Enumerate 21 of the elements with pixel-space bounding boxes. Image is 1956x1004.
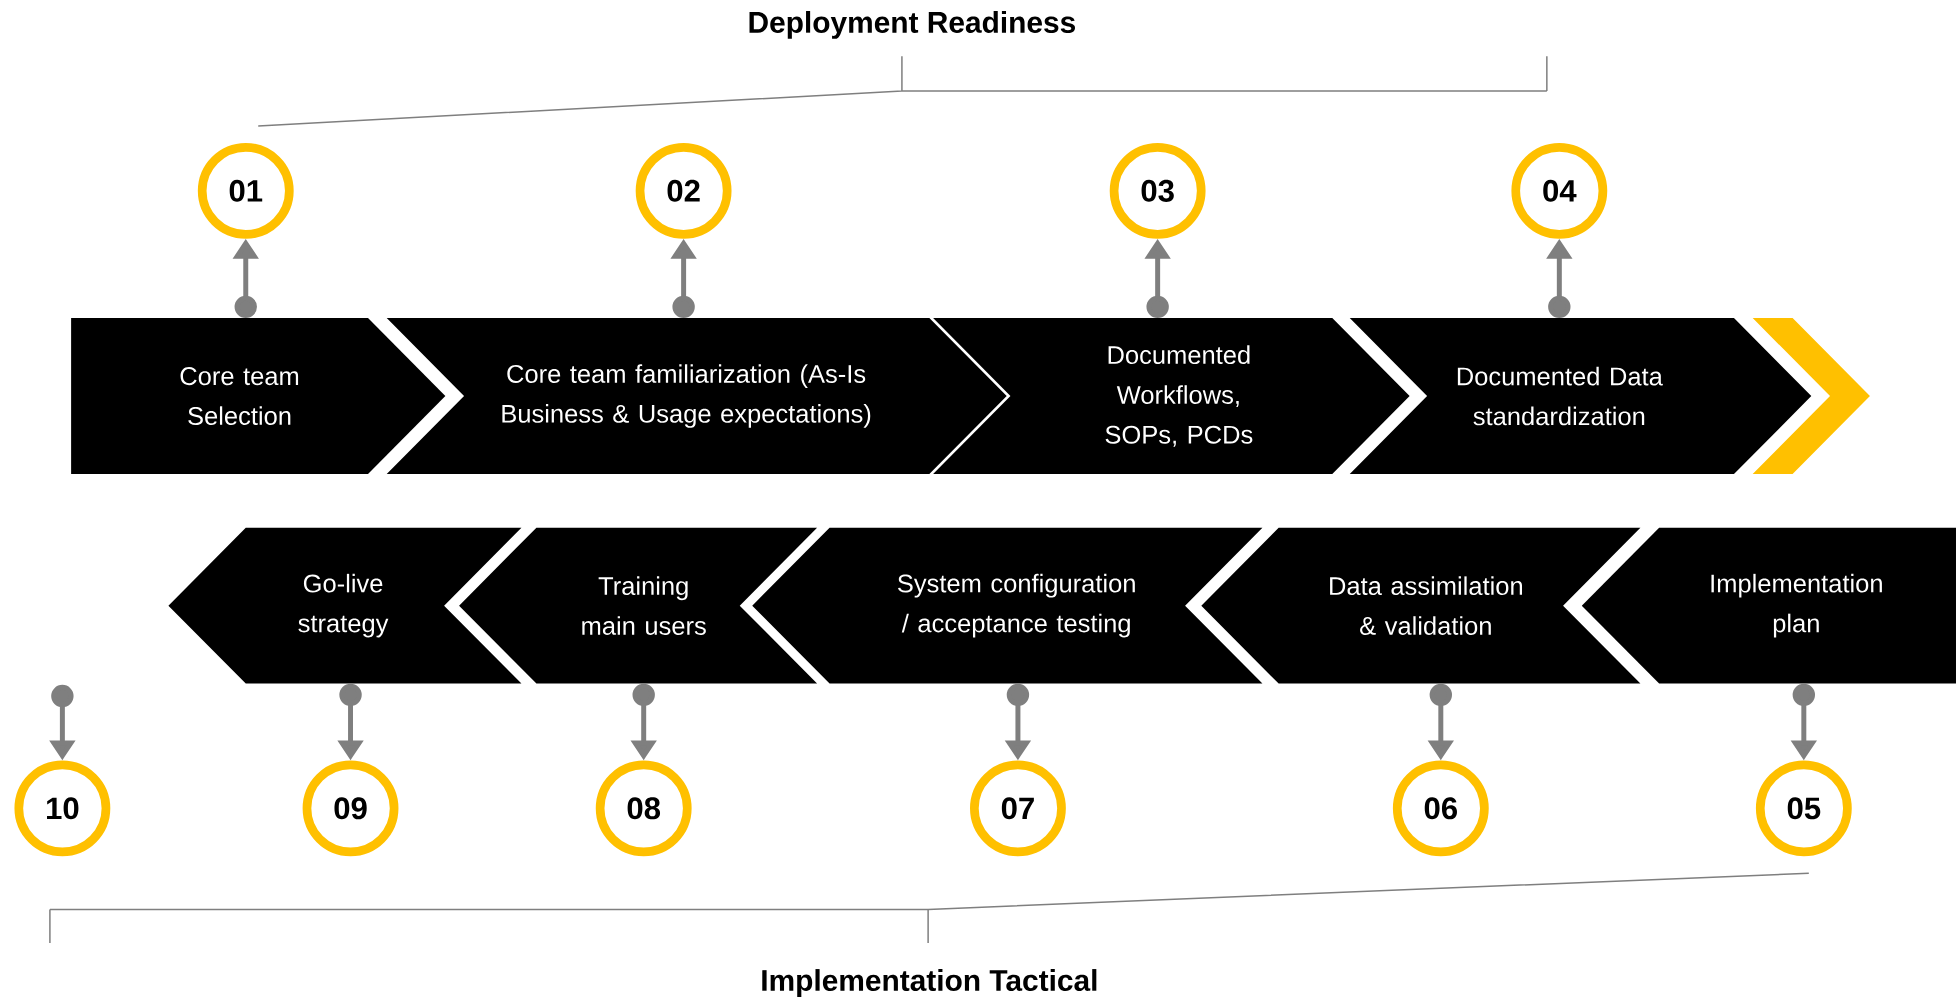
bracket-label: Implementation Tactical bbox=[762, 969, 1097, 997]
node-label: Documented Workflows, SOPs, PCDs bbox=[1105, 345, 1253, 447]
step-banner: Documented Data standardization bbox=[1349, 318, 1812, 474]
bracket-label: Deployment Readiness bbox=[749, 10, 1075, 39]
step-banner: Core team Selection bbox=[71, 318, 446, 474]
step-banner: System configuration / acceptance testing bbox=[752, 527, 1263, 684]
chevron-shape bbox=[1752, 318, 1870, 474]
node-label: Core team Selection bbox=[180, 367, 299, 425]
step-banner: Training main users bbox=[459, 527, 818, 684]
node-label: Implementation plan bbox=[1711, 573, 1882, 638]
node-label: System configuration / acceptance testing bbox=[897, 573, 1135, 638]
node-label: Documented Data standardization bbox=[1457, 366, 1663, 426]
step-banner: Go-live strategy bbox=[168, 527, 522, 684]
node-label: Data assimilation & validation bbox=[1330, 576, 1523, 635]
node-label: Go-live strategy bbox=[298, 573, 389, 638]
node-label: Core team familiarization (As-Is Business & Usage expectations) bbox=[502, 364, 871, 428]
step-banner: Implementation plan bbox=[1581, 527, 1956, 684]
step-banner: Documented Workflows, SOPs, PCDs bbox=[933, 318, 1410, 474]
node-label: Training main users bbox=[582, 576, 706, 635]
step-banner: Data assimilation & validation bbox=[1201, 527, 1641, 684]
step-banner: Core team familiarization (As-Is Business & Usage expectations) bbox=[386, 318, 1007, 474]
